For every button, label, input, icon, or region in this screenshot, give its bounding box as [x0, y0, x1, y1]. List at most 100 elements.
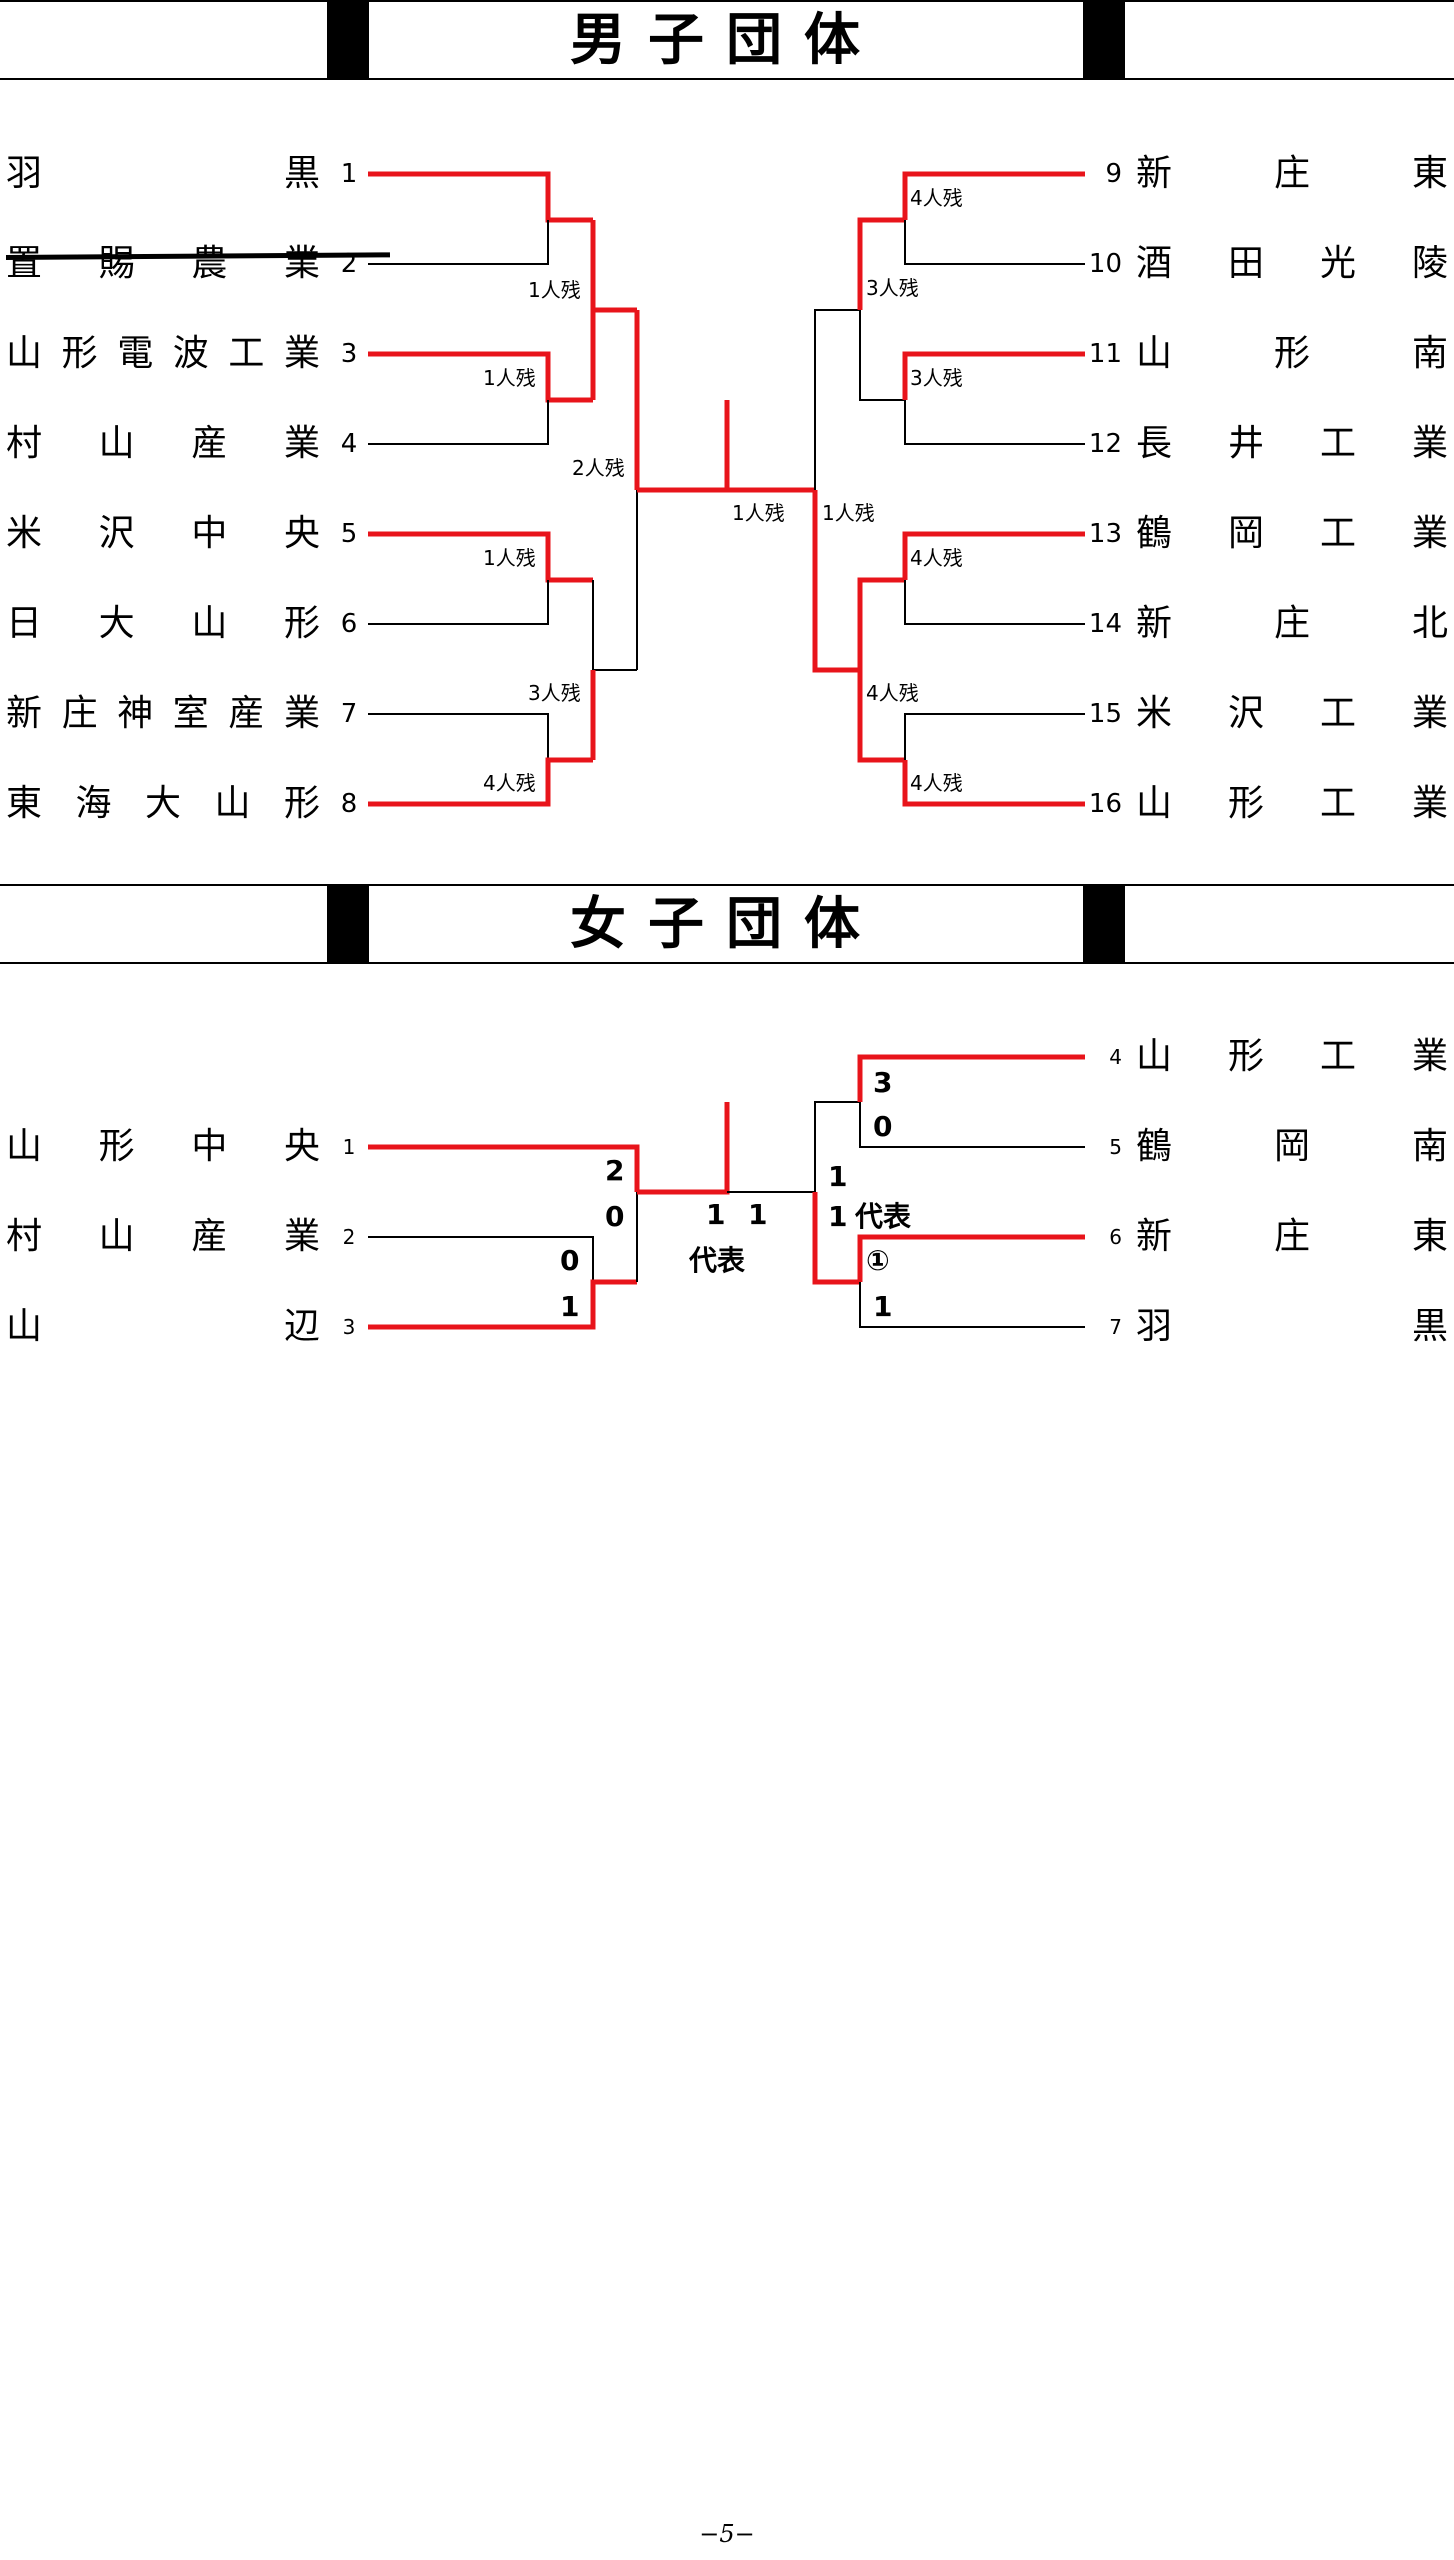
banner-block-left: [327, 884, 369, 964]
team-name: 鶴岡南: [1136, 1126, 1448, 1167]
seed-number: 7: [340, 699, 358, 729]
bracket-line-winner: [857, 670, 905, 763]
bracket-line: [904, 580, 1085, 625]
boys-section-title: 男子団体: [570, 7, 882, 73]
match-score: ①: [866, 1244, 890, 1277]
bracket-line-winner: [368, 1279, 637, 1330]
match-score: 0: [560, 1244, 579, 1277]
match-note: 3人残: [910, 366, 963, 390]
boys-bracket: 1人残 1人残 1人残 4人残 2人残 3人残 1人残 1人残 4人残 3人残 …: [368, 171, 1085, 807]
bracket-line-winner: [812, 490, 860, 673]
team-name: 山形中央: [6, 1126, 320, 1167]
team-name: 村山産業: [6, 423, 320, 464]
seed-number: 13: [1088, 519, 1122, 549]
bracket-line: [368, 1236, 594, 1282]
bracket-line: [859, 310, 905, 401]
team-name: 長井工業: [1136, 423, 1448, 464]
match-score: 1: [828, 1200, 847, 1233]
team-name: 新庄東: [1136, 153, 1448, 194]
bracket-line-winner: [902, 531, 1085, 580]
bracket-line: [904, 220, 1085, 265]
bracket-line-winner: [857, 577, 905, 670]
bracket-line: [368, 400, 549, 445]
match-note: 1人残: [483, 546, 536, 570]
boys-title-banner: 男子団体: [0, 0, 1454, 80]
banner-block-right: [1083, 884, 1125, 964]
girls-bracket: 2 0 0 1 1 1 代表 3 0 1 1 代表 ① 1: [368, 1054, 1085, 1330]
match-note: 4人残: [866, 681, 919, 705]
bracket-line: [592, 580, 637, 671]
match-note: 4人残: [483, 771, 536, 795]
match-score: 1: [828, 1160, 847, 1193]
seed-number: 1: [340, 159, 358, 189]
seed-number: 4: [340, 429, 358, 459]
bracket-line: [904, 713, 1085, 760]
bracket-line: [368, 580, 549, 625]
seed-number: 3: [340, 339, 358, 369]
seed-number: 16: [1088, 789, 1122, 819]
seed-number: 9: [1105, 159, 1122, 189]
team-name: 羽黒: [1136, 1306, 1448, 1347]
bracket-line: [859, 1102, 1085, 1148]
team-name: 山形工業: [1136, 783, 1448, 824]
match-note: 4人残: [910, 771, 963, 795]
bracket-line-winner: [902, 760, 1085, 807]
seed-number: 4: [1109, 1045, 1122, 1069]
team-name: 新庄神室産業: [6, 693, 320, 734]
match-score: 1: [560, 1290, 579, 1323]
bracket-line-winner: [812, 1192, 860, 1285]
team-name: 酒田光陵: [1136, 243, 1448, 284]
match-note: 1人残: [483, 366, 536, 390]
team-name: 山形工業: [1136, 1036, 1448, 1077]
banner-rule: [0, 962, 1454, 964]
match-score: 2: [605, 1154, 624, 1187]
seed-number: 7: [1109, 1315, 1122, 1339]
team-name: 山形南: [1136, 333, 1448, 374]
match-note: 3人残: [528, 681, 581, 705]
match-note: 代表: [854, 1200, 911, 1233]
seed-number: 14: [1088, 609, 1122, 639]
bracket-line: [368, 713, 549, 760]
team-name: 新庄北: [1136, 603, 1448, 644]
match-note: 1人残: [528, 278, 581, 302]
bracket-line-winner: [368, 757, 593, 807]
match-note: 4人残: [910, 186, 963, 210]
bracket-line-winner: [857, 217, 905, 310]
team-name-withdrawn: 置賜農業: [6, 243, 320, 284]
bracket-line: [368, 220, 549, 265]
seed-number: 1: [342, 1135, 356, 1159]
match-note: 2人残: [572, 456, 625, 480]
team-name: 東海大山形: [6, 783, 320, 824]
match-score: 1: [873, 1290, 892, 1323]
match-score: 1: [706, 1198, 725, 1231]
bracket-line-winner: [368, 351, 593, 403]
team-name: 米沢中央: [6, 513, 320, 554]
seed-number: 15: [1088, 699, 1122, 729]
team-name: 米沢工業: [1136, 693, 1448, 734]
match-score: 3: [873, 1066, 892, 1099]
match-note: 3人残: [866, 276, 919, 300]
bracket-line-winner: [857, 1234, 1085, 1282]
banner-block-left: [327, 0, 369, 80]
bracket-line-winner: [902, 351, 1085, 400]
bracket-line-winner: [637, 400, 730, 493]
bracket-line-winner: [637, 1102, 730, 1195]
seed-number: 3: [342, 1315, 356, 1339]
match-score: 0: [873, 1110, 892, 1143]
team-name: 日大山形: [6, 603, 320, 644]
seed-number: 5: [340, 519, 358, 549]
seed-number: 2: [342, 1225, 356, 1249]
team-name: 山形電波工業: [6, 333, 320, 374]
bracket-line: [814, 309, 860, 490]
match-score: 1: [748, 1198, 767, 1231]
team-name: 鶴岡工業: [1136, 513, 1448, 554]
girls-section-title: 女子団体: [570, 891, 882, 957]
team-name: 山辺: [6, 1306, 320, 1347]
bracket-line-winner: [368, 531, 593, 583]
seed-number: 11: [1088, 339, 1122, 369]
seed-number: 10: [1088, 249, 1122, 279]
seed-number: 5: [1109, 1135, 1122, 1159]
bracket-line: [859, 1282, 1085, 1328]
bracket-line-winner: [368, 1144, 640, 1192]
banner-block-right: [1083, 0, 1125, 80]
